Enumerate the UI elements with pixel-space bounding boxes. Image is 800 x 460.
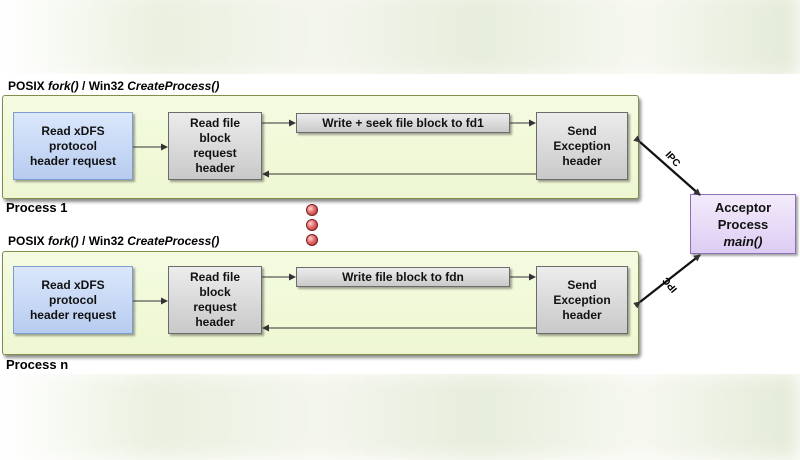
caption-fork: fork() [48,79,79,93]
process-n-read-request-box: Read xDFS protocol header request [13,266,133,334]
acceptor-title: Acceptor Process [714,199,772,232]
process-1-read-block-box: Read file block request header [168,112,262,180]
process-n-send-exception-box: Send Exception header [536,266,628,334]
acceptor-process-box: Acceptor Process main() [690,194,796,254]
caption-posix: POSIX [8,234,49,248]
caption-createprocess: CreateProcess() [127,234,220,248]
process-1-read-request-box: Read xDFS protocol header request [13,112,133,180]
ellipsis-dot [306,234,318,246]
caption-win32: / Win32 [78,234,128,248]
caption-fork: fork() [48,234,79,248]
blurred-background-top [0,0,800,78]
caption-createprocess: CreateProcess() [127,79,220,93]
process-1-write-box: Write + seek file block to fd1 [296,113,510,133]
process-n-write-box: Write file block to fdn [296,267,510,287]
blurred-background-bottom [0,372,800,460]
process-n-caption: POSIX fork() / Win32 CreateProcess() [8,234,219,248]
ipc-top-connector [633,135,701,196]
process-1-label: Process 1 [6,200,68,215]
process-1-send-exception-box: Send Exception header [536,112,628,180]
process-n-read-block-box: Read file block request header [168,266,262,334]
acceptor-subtitle: main() [723,233,763,249]
process-1-caption: POSIX fork() / Win32 CreateProcess() [8,79,219,93]
ellipsis-dot [306,204,318,216]
ellipsis-dot [306,219,318,231]
diagram-stage: POSIX fork() / Win32 CreateProcess() Rea… [0,74,800,374]
process-n-label: Process n [6,357,69,372]
ipc-bottom-connector [633,254,701,309]
caption-win32: / Win32 [78,79,128,93]
connector-arrows [133,119,701,332]
caption-posix: POSIX [8,79,49,93]
